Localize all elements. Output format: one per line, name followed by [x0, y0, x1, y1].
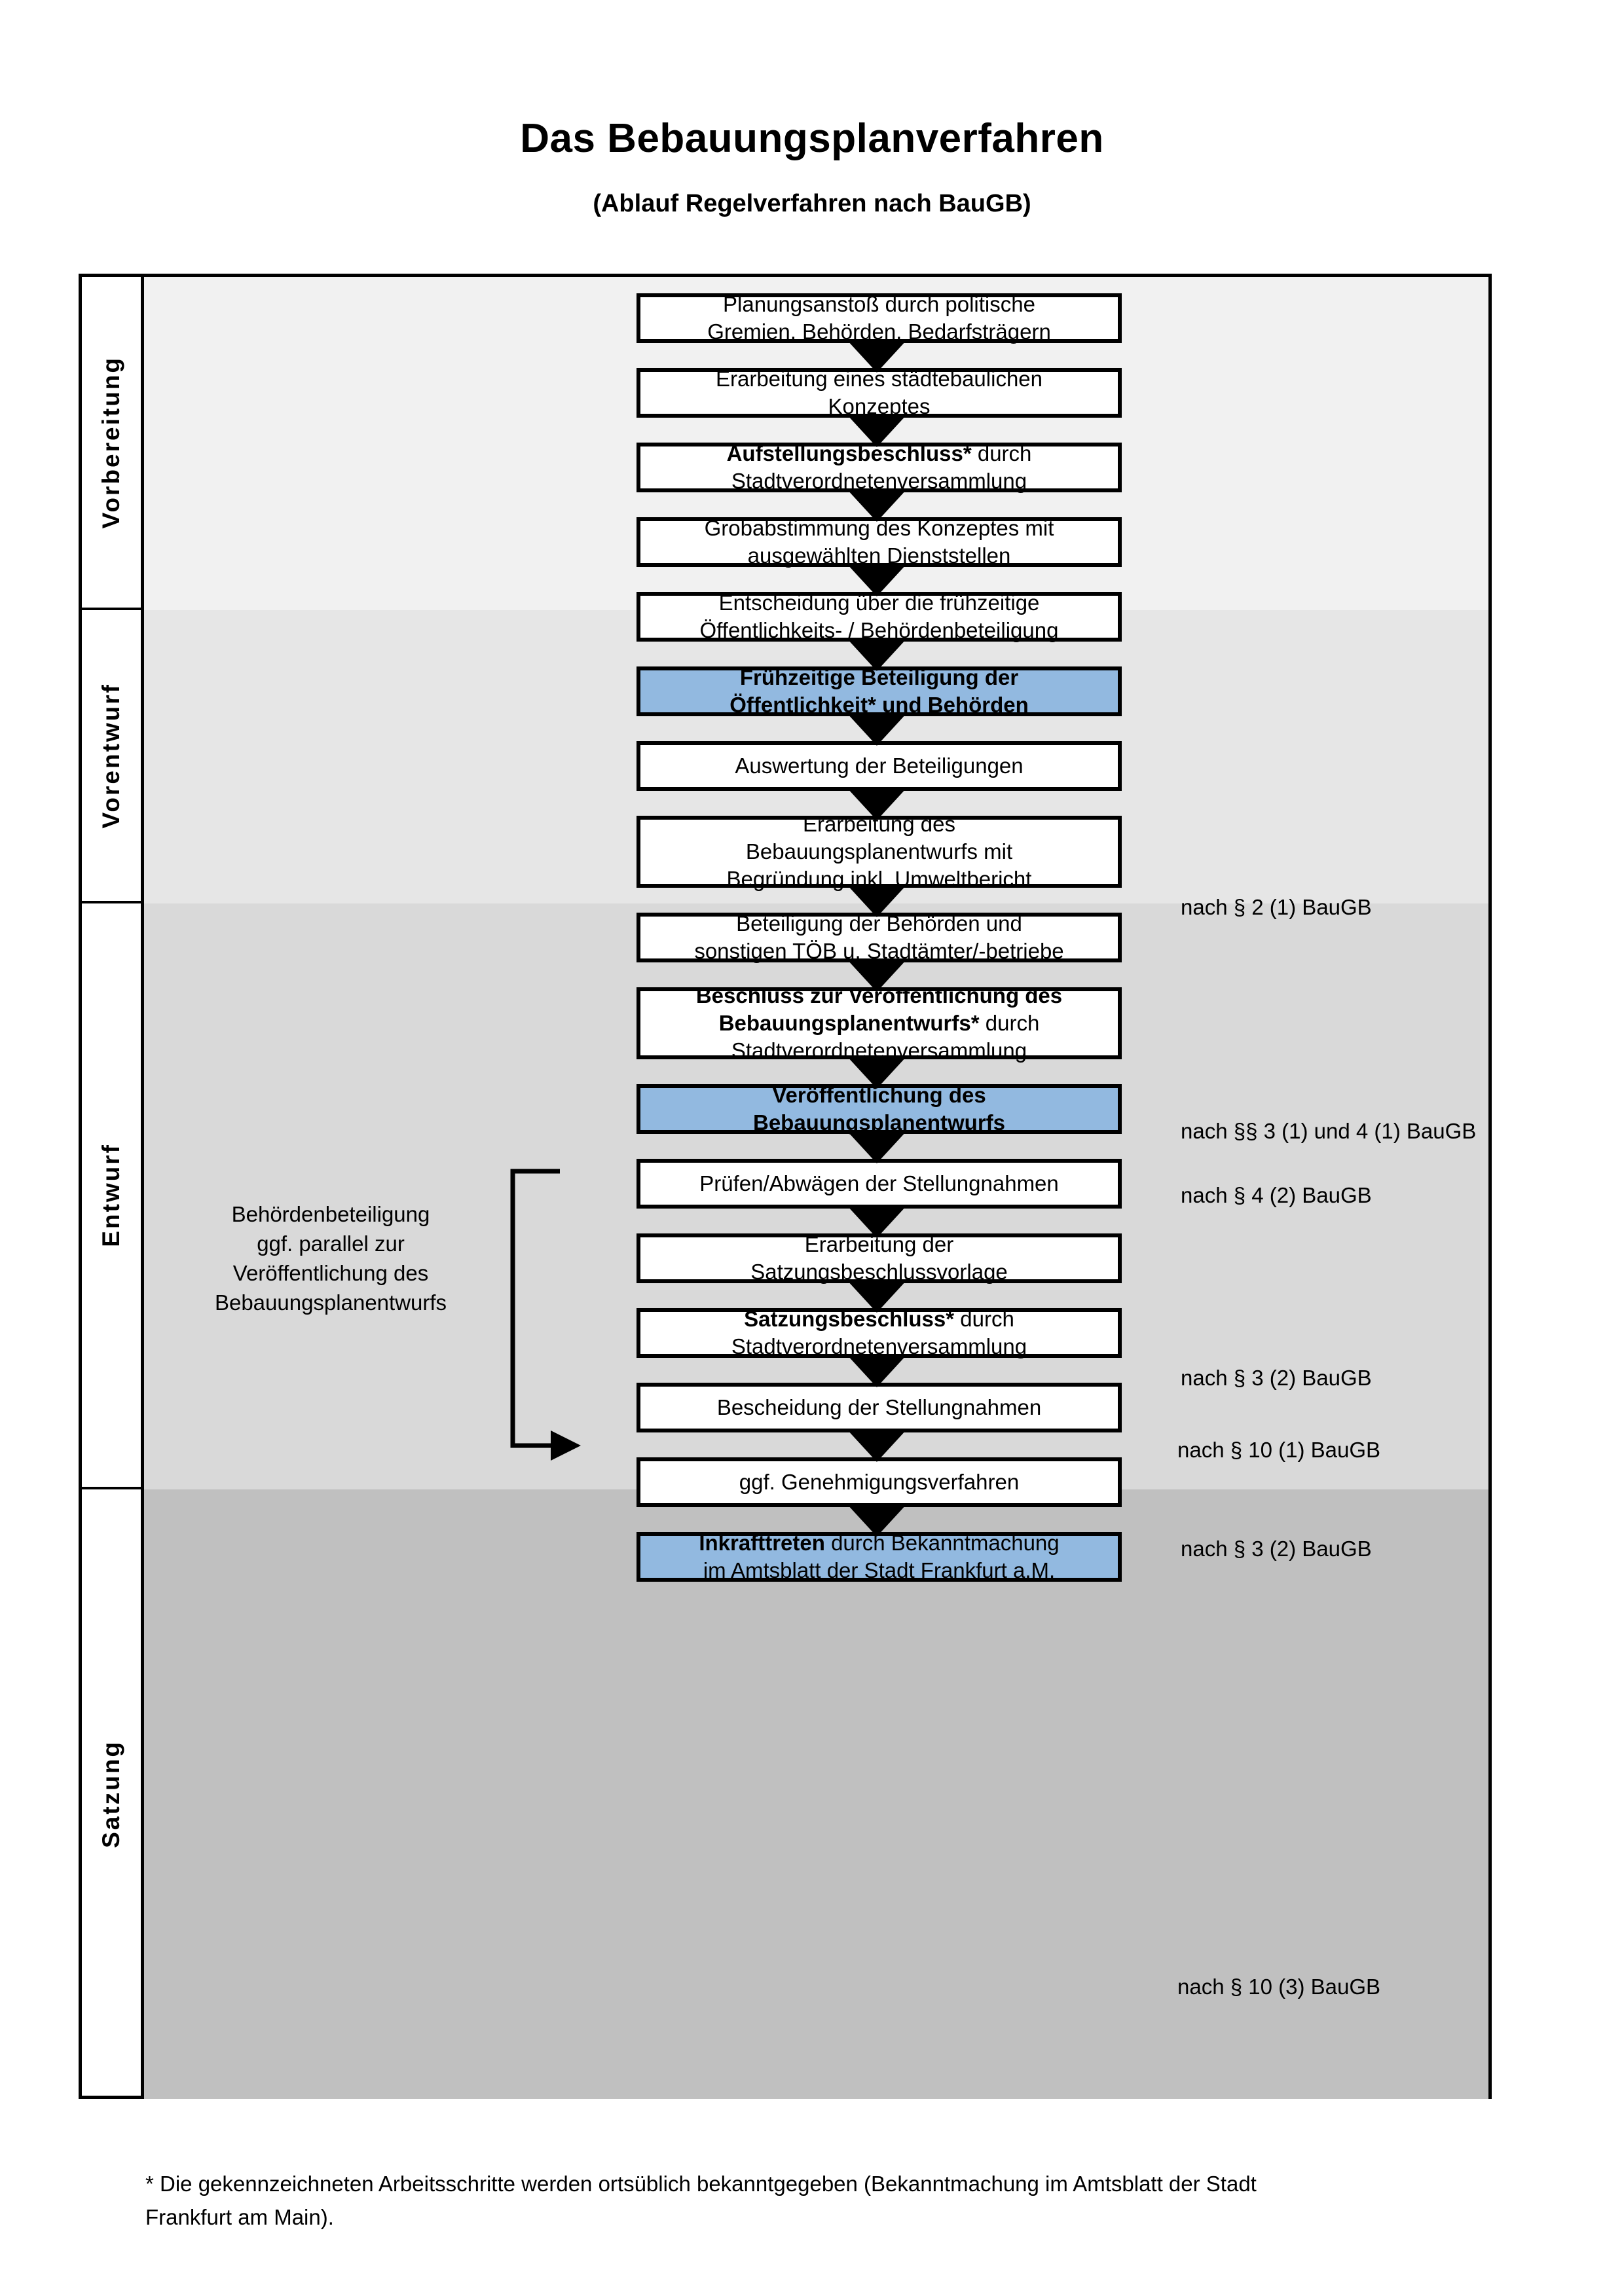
- step-line: Auswertung der Beteiligungen: [735, 753, 1024, 778]
- side-note-line: ggf. parallel zur: [257, 1231, 405, 1256]
- arrow-down-icon: [847, 713, 907, 746]
- title-block: Das Bebauungsplanverfahren (Ablauf Regel…: [0, 116, 1624, 218]
- step-box-planungsanstoss[interactable]: Planungsanstoß durch politische Gremien,…: [637, 291, 1122, 344]
- step-line: Gremien, Behörden, Bedarfsträgern: [707, 319, 1051, 344]
- arrow-down-icon: [847, 788, 907, 820]
- arrow-down-icon: [847, 340, 907, 373]
- footnote-line: Frankfurt am Main).: [145, 2205, 334, 2230]
- side-note-line: Veröffentlichung des: [232, 1260, 429, 1285]
- step-box-veroeffentlichung-bebauungsplanentwurf[interactable]: Veröffentlichung des Bebauungsplanentwur…: [637, 1083, 1122, 1135]
- page-subtitle: (Ablauf Regelverfahren nach BauGB): [593, 190, 1031, 218]
- step-line: Bescheidung der Stellungnahmen: [716, 1394, 1042, 1419]
- phase-label-column: Vorbereitung Vorentwurf Entwurf Satzung: [82, 277, 144, 2096]
- step-line: Bebauungsplanentwurfs: [752, 1110, 1006, 1135]
- step-emphasis: Inkrafttreten: [699, 1530, 825, 1555]
- step-line: sonstigen TÖB u. Stadtämter/-betriebe: [694, 939, 1064, 963]
- reference-baugb-10-1-satzung: nach § 10 (1) BauGB: [1177, 1438, 1381, 1462]
- band-satzung: [144, 1489, 1488, 2099]
- reference-baugb-3-1-4-1: nach §§ 3 (1) und 4 (1) BauGB: [1181, 1119, 1477, 1143]
- step-line-rest: durch: [979, 1010, 1040, 1035]
- step-line: im Amtsblatt der Stadt Frankfurt a.M.: [703, 1558, 1056, 1582]
- phase-label-vorentwurf: Vorentwurf: [98, 682, 124, 829]
- step-line: Öffentlichkeit* und Behörden: [729, 693, 1029, 717]
- footnote-line: * Die gekennzeichneten Arbeitsschritte w…: [145, 2172, 1257, 2196]
- step-line: Stadtverordnetenversammlung: [731, 1334, 1027, 1358]
- step-line: Stadtverordnetenversammlung: [731, 469, 1027, 493]
- arrow-down-icon: [847, 489, 907, 522]
- side-note-line: Behördenbeteiligung: [231, 1202, 430, 1226]
- step-line: Satzungsbeschlussvorlage: [750, 1260, 1008, 1284]
- step-box-fruehzeitige-beteiligung[interactable]: Frühzeitige Beteiligung der Öffentlichke…: [637, 665, 1122, 717]
- side-note-line: Bebauungsplanentwurfs: [214, 1290, 447, 1315]
- phase-cell-vorentwurf: Vorentwurf: [82, 610, 141, 903]
- arrow-down-icon: [847, 1131, 907, 1163]
- step-emphasis: Bebauungsplanentwurfs*: [718, 1010, 980, 1035]
- step-line: Planungsanstoß durch politische: [723, 291, 1035, 316]
- reference-baugb-4-2: nach § 4 (2) BauGB: [1181, 1183, 1372, 1207]
- page-title: Das Bebauungsplanverfahren: [520, 116, 1104, 161]
- arrow-down-icon: [847, 1504, 907, 1537]
- step-line: Bebauungsplanentwurfs* durch: [719, 1010, 1040, 1037]
- phase-cell-entwurf: Entwurf: [82, 903, 141, 1489]
- step-box-inkrafttreten[interactable]: Inkrafttreten durch Bekanntmachung im Am…: [637, 1529, 1122, 1582]
- arrow-down-icon: [847, 1205, 907, 1238]
- parallel-branch-connector: [510, 1169, 581, 1461]
- step-line: Bebauungsplanentwurfs mit: [745, 839, 1013, 864]
- flowchart-frame: Vorbereitung Vorentwurf Entwurf Satzung …: [79, 274, 1492, 2099]
- step-line: Prüfen/Abwägen der Stellungnahmen: [699, 1171, 1059, 1195]
- arrow-down-icon: [847, 1280, 907, 1313]
- flowchart-content: Planungsanstoß durch politische Gremien,…: [82, 277, 1488, 2096]
- step-line-rest: durch: [971, 441, 1032, 465]
- phase-label-satzung: Satzung: [98, 1740, 124, 1848]
- arrow-down-icon: [847, 884, 907, 917]
- phase-label-entwurf: Entwurf: [98, 1143, 124, 1247]
- step-line: Inkrafttreten durch Bekanntmachung: [699, 1529, 1059, 1557]
- step-line: Konzeptes: [828, 394, 931, 418]
- step-line-rest: durch: [954, 1306, 1014, 1331]
- reference-baugb-2-1: nach § 2 (1) BauGB: [1181, 895, 1372, 919]
- step-box-satzungsbeschluss[interactable]: Satzungsbeschluss* durch Stadtverordnete…: [637, 1305, 1122, 1358]
- step-line: Satzungsbeschluss* durch: [744, 1305, 1014, 1333]
- side-note-behoerdenbeteiligung: Behördenbeteiligung ggf. parallel zur Ve…: [190, 1200, 471, 1318]
- arrow-down-icon: [847, 959, 907, 992]
- footnote: * Die gekennzeichneten Arbeitsschritte w…: [145, 2167, 1494, 2234]
- arrow-down-icon: [847, 1429, 907, 1462]
- reference-baugb-10-3-satzung: nach § 10 (3) BauGB: [1177, 1975, 1381, 1999]
- reference-baugb-3-2-b: nach § 3 (2) BauGB: [1181, 1537, 1372, 1561]
- reference-baugb-3-2-a: nach § 3 (2) BauGB: [1181, 1366, 1372, 1390]
- arrow-down-icon: [847, 1056, 907, 1089]
- phase-cell-vorbereitung: Vorbereitung: [82, 277, 141, 610]
- arrow-down-icon: [847, 638, 907, 671]
- arrow-down-icon: [847, 564, 907, 596]
- arrow-down-icon: [847, 414, 907, 447]
- phase-label-vorbereitung: Vorbereitung: [98, 355, 124, 529]
- step-line: ggf. Genehmigungsverfahren: [739, 1469, 1020, 1494]
- arrow-down-icon: [847, 1355, 907, 1387]
- step-line: Öffentlichkeits- / Behördenbeteiligung: [699, 618, 1059, 642]
- step-line: ausgewählten Dienststellen: [747, 543, 1011, 568]
- phase-cell-satzung: Satzung: [82, 1489, 141, 2099]
